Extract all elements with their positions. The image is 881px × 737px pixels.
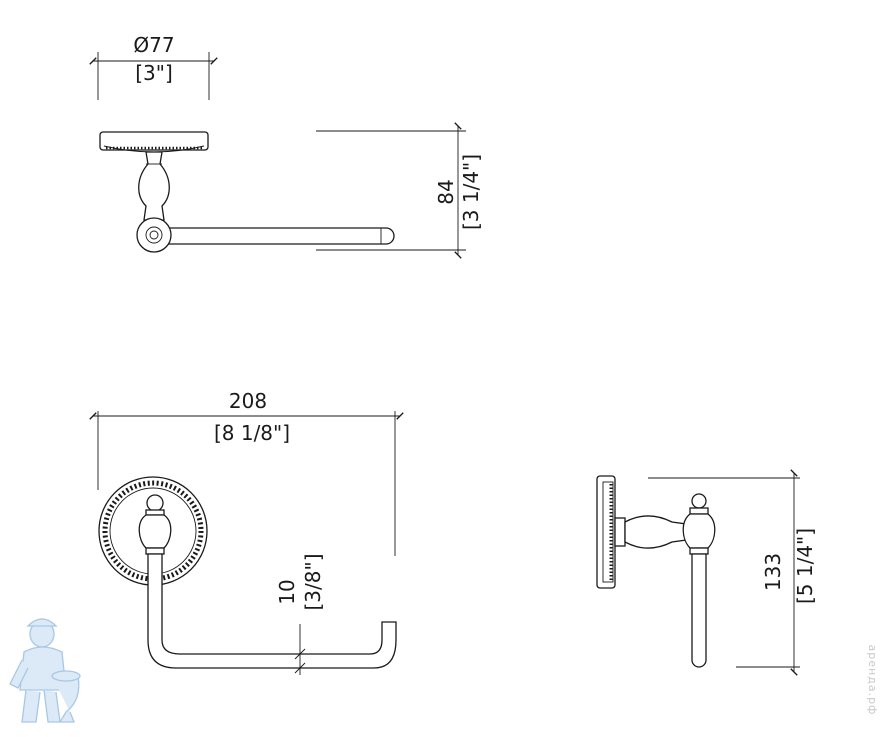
front-bent-rod (147, 553, 397, 669)
front-hinge-base (145, 547, 165, 555)
front-hinge-body (138, 514, 172, 549)
side-hinge-body (682, 513, 716, 549)
plumber-logo (9, 618, 81, 723)
top-backplate (99, 131, 209, 151)
projection-label-inch: [3 1/4"] (459, 154, 483, 230)
top-view: Ø77 [3"] 84 [3 1/4"] (89, 33, 483, 259)
side-collar (614, 517, 626, 547)
front-rosette-rope (102, 480, 204, 582)
width-label-mm: 208 (229, 389, 267, 413)
front-view: 208 [8 1/8"] 10 [3/8"] (89, 389, 404, 675)
watermark-text: аренда.рф (866, 645, 879, 716)
side-neck (624, 515, 687, 549)
side-backplate (596, 475, 616, 589)
side-hinge-base (689, 547, 709, 555)
top-pivot-ring (145, 226, 163, 244)
gap-label-mm: 10 (275, 579, 299, 604)
side-finial-collar (689, 507, 709, 515)
side-finial (691, 493, 707, 509)
top-pivot-center (149, 230, 159, 240)
height-label-inch: [5 1/4"] (793, 528, 817, 604)
diameter-label-mm: Ø77 (133, 33, 174, 57)
side-rod (691, 553, 707, 668)
height-label-mm: 133 (761, 553, 785, 591)
projection-label-mm: 84 (434, 179, 458, 204)
side-view: 133 [5 1/4"] (596, 469, 817, 676)
front-finial (146, 494, 164, 512)
front-finial-collar (145, 509, 165, 516)
gap-label-inch: [3/8"] (301, 554, 325, 611)
diameter-label-inch: [3"] (135, 61, 173, 85)
top-rod (167, 227, 395, 245)
top-neck (138, 151, 170, 221)
width-label-inch: [8 1/8"] (214, 421, 290, 445)
gap-tick-bottom (294, 662, 306, 674)
side-backplate-edge (602, 481, 614, 583)
top-pivot-outer (136, 217, 172, 253)
gap-tick-top (294, 648, 306, 660)
